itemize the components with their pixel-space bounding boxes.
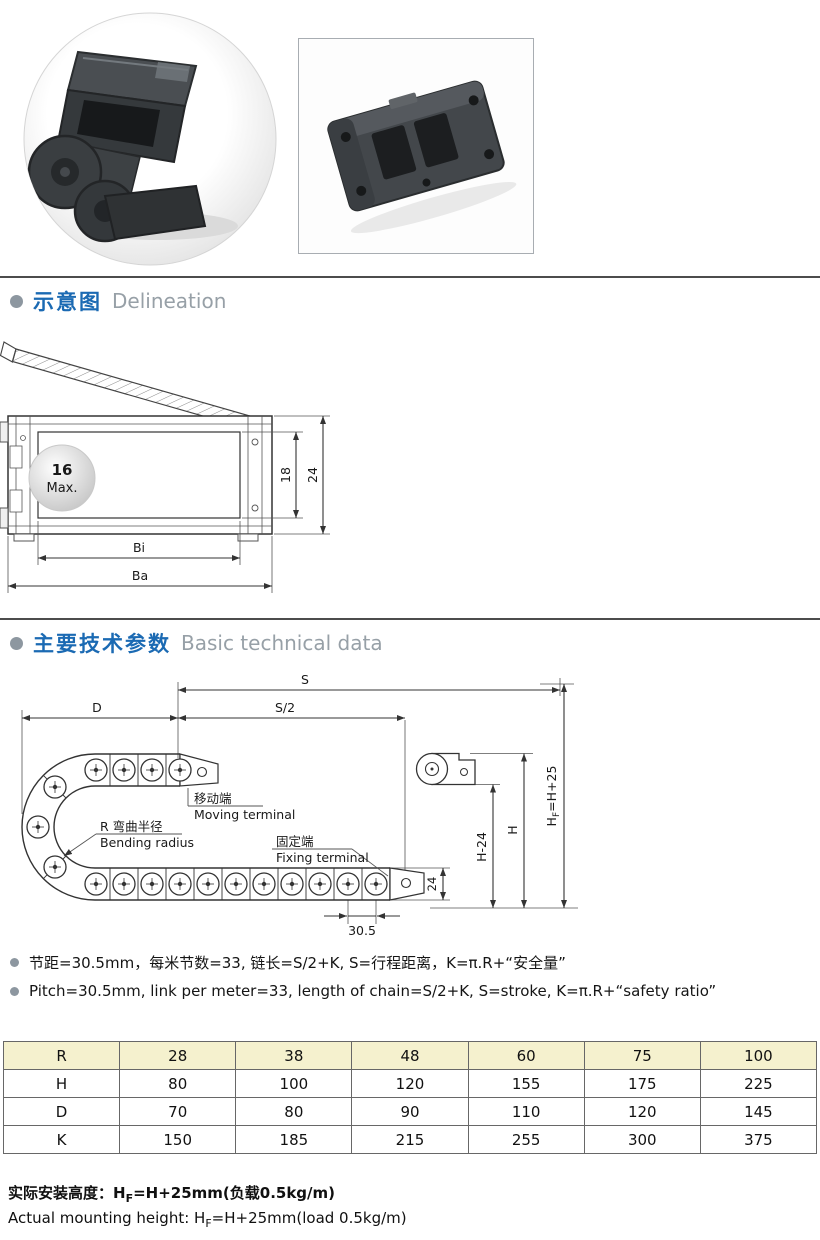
note-pitch-en: Pitch=30.5mm, link per meter=33, length …: [10, 982, 716, 1000]
moving-terminal-label-zh: 移动端: [194, 791, 232, 806]
fixing-terminal-drawing: [389, 867, 425, 901]
max-diameter-callout: 16 Max.: [28, 444, 96, 512]
section-title-zh: 主要技术参数: [33, 632, 171, 656]
section-header-technical: 主要技术参数 Basic technical data: [10, 630, 383, 656]
table-header-cell: 100: [699, 1041, 818, 1070]
note-bullet-icon: [10, 958, 19, 967]
footnote-zh-rest: =H+25mm(负载0.5kg/m): [133, 1184, 336, 1202]
table-row: H 80 100 120 155 175 225: [2, 1069, 818, 1098]
bending-radius-label-en: Bending radius: [100, 835, 194, 850]
dim-label-24: 24: [305, 467, 320, 483]
dim-label-pitch: 30.5: [348, 923, 376, 938]
table-cell: 145: [699, 1097, 818, 1126]
table-cell: D: [2, 1097, 121, 1126]
section-title-en: Delineation: [112, 289, 227, 313]
footnote-zh-sub: F: [125, 1192, 134, 1205]
delineation-diagram: 16 Max. 18 24 Bi Ba: [0, 341, 330, 593]
link-separators: [43, 754, 363, 900]
footnote-en-text: Actual mounting height: H: [8, 1209, 206, 1227]
table-cell: 300: [583, 1125, 701, 1154]
footnote-en-rest: =H+25mm(load 0.5kg/m): [211, 1209, 407, 1227]
note-pitch-zh: 节距=30.5mm，每米节数=33, 链长=S/2+K, S=行程距离，K=π.…: [10, 952, 566, 973]
table-cell: 100: [235, 1069, 353, 1098]
dim-label-s: S: [301, 672, 309, 687]
dim-label-d: D: [92, 700, 102, 715]
table-cell: 185: [235, 1125, 353, 1154]
dimension-lines: [22, 684, 567, 919]
table-cell: K: [2, 1125, 121, 1154]
table-cell: 80: [235, 1097, 353, 1126]
section-divider: [0, 618, 820, 620]
dim-label-h: H: [505, 825, 520, 834]
footnote-zh: 实际安装高度：HF=H+25mm(负载0.5kg/m): [8, 1182, 335, 1205]
table-header-row: R 28 38 48 60 75 100: [2, 1041, 818, 1070]
table-cell: 150: [119, 1125, 237, 1154]
table-header-cell: 60: [467, 1041, 585, 1070]
section-divider: [0, 276, 820, 278]
bending-diagram: S S/2 D 移动端 Moving terminal R 弯曲半径 Bendi…: [21, 672, 578, 938]
terminal-bracket-side-view: [415, 752, 476, 786]
dim-label-24: 24: [425, 877, 439, 892]
table-cell: 90: [351, 1097, 469, 1126]
footnote-zh-text: 实际安装高度：H: [8, 1184, 126, 1202]
table-cell: 175: [583, 1069, 701, 1098]
table-cell: 225: [699, 1069, 818, 1098]
table-cell: 215: [351, 1125, 469, 1154]
product-photo-rect: [298, 38, 534, 254]
product-photo-round: [23, 12, 277, 266]
table-cell: 155: [467, 1069, 585, 1098]
bending-radius-label-zh: R 弯曲半径: [100, 819, 163, 834]
dim-label-18: 18: [278, 467, 293, 483]
table-cell: 120: [351, 1069, 469, 1098]
dim-label-s2: S/2: [275, 700, 295, 715]
section-title-en: Basic technical data: [181, 631, 383, 655]
section-title-zh: 示意图: [33, 290, 102, 314]
table-cell: 110: [467, 1097, 585, 1126]
section-bullet-icon: [10, 294, 23, 308]
moving-terminal-label-en: Moving terminal: [194, 807, 295, 822]
table-row: K 150 185 215 255 300 375: [2, 1125, 818, 1154]
table-header-cell: 75: [583, 1041, 701, 1070]
max-diameter-word: Max.: [46, 481, 77, 496]
cable-chain-part-photo: [27, 50, 238, 243]
table-header-cell: 38: [235, 1041, 353, 1070]
note-text-zh: 节距=30.5mm，每米节数=33, 链长=S/2+K, S=行程距离，K=π.…: [29, 954, 566, 972]
footnote-en-sub: F: [205, 1217, 212, 1230]
table-row: D 70 80 90 110 120 145: [2, 1097, 818, 1126]
note-bullet-icon: [10, 986, 19, 996]
dim-label-bi: Bi: [133, 540, 145, 555]
table-header-cell: 48: [351, 1041, 469, 1070]
table-cell: 255: [467, 1125, 585, 1154]
note-text-en: Pitch=30.5mm, link per meter=33, length …: [29, 982, 717, 1000]
table-cell: 70: [119, 1097, 237, 1126]
section-bullet-icon: [10, 636, 23, 650]
leader-lines: [63, 788, 389, 877]
table-header-cell: 28: [119, 1041, 237, 1070]
section-header-delineation: 示意图 Delineation: [10, 288, 226, 314]
dim-label-ba: Ba: [132, 568, 148, 583]
cable-chain-link-photo: [327, 80, 517, 234]
table-cell: 80: [119, 1069, 237, 1098]
table-cell: H: [2, 1069, 121, 1098]
table-cell: 120: [583, 1097, 701, 1126]
dim-label-h-minus-24: H-24: [474, 832, 489, 862]
max-diameter-value: 16: [52, 461, 73, 479]
table-header-cell: R: [2, 1041, 121, 1070]
dim-label-hf: HF=H+25: [544, 766, 562, 827]
spec-table: R 28 38 48 60 75 100 H 80 100 120 155 17…: [2, 1041, 818, 1154]
fixing-terminal-label-zh: 固定端: [276, 834, 314, 849]
footnote-en: Actual mounting height: HF=H+25mm(load 0…: [8, 1209, 407, 1230]
table-cell: 375: [699, 1125, 818, 1154]
fixing-terminal-label-en: Fixing terminal: [276, 850, 369, 865]
